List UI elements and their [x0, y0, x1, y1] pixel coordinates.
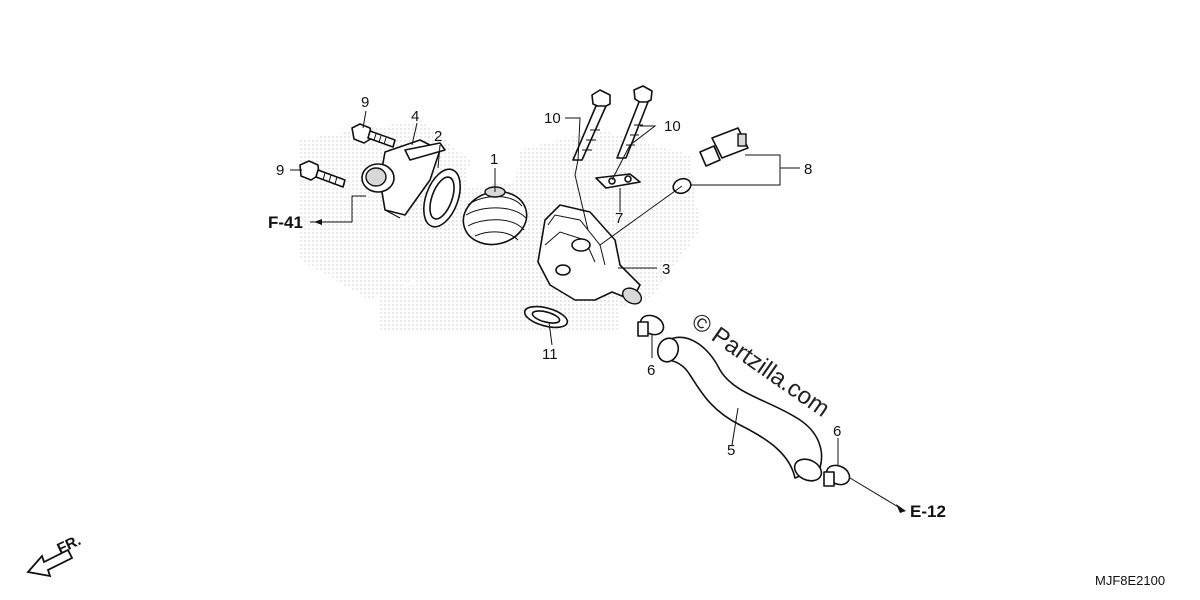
leader-lines [290, 110, 901, 509]
reference-e12-arrow-icon [896, 504, 906, 513]
hose-clamp-6-upper [637, 314, 665, 337]
callout-4: 4 [411, 108, 419, 125]
reference-f41-arrow-icon [314, 219, 322, 225]
arrow-front-icon [26, 548, 74, 578]
bolt-10-left [572, 89, 611, 161]
bolt-10-right [616, 85, 653, 159]
water-hose-5 [656, 336, 823, 482]
thermostat-cover-4 [361, 139, 446, 219]
callout-6-upper: 6 [647, 362, 655, 379]
callout-5: 5 [727, 442, 735, 459]
bolt-9-lower [299, 160, 346, 188]
callout-8: 8 [804, 161, 812, 178]
callout-10-left: 10 [544, 110, 561, 127]
orientation-label: FR. [55, 532, 84, 558]
callout-2: 2 [434, 128, 442, 145]
temperature-sensor-8 [699, 127, 749, 167]
callout-6-lower: 6 [833, 423, 841, 440]
callout-labels: 9 9 4 2 1 10 10 7 8 3 11 6 5 6 [276, 94, 841, 459]
gasket-11 [523, 305, 569, 329]
diagram-code: MJF8E2100 [1095, 573, 1165, 588]
callout-11: 11 [542, 346, 558, 363]
callout-1: 1 [490, 151, 498, 168]
bolt-9-upper [351, 123, 396, 148]
callout-9-upper: 9 [361, 94, 369, 111]
reference-e12[interactable]: E-12 [910, 502, 946, 521]
callout-9-lower: 9 [276, 162, 284, 179]
seal-ring-2 [422, 168, 462, 228]
reference-f41[interactable]: F-41 [268, 213, 303, 232]
bracket-7 [595, 173, 641, 189]
callout-10-right: 10 [664, 118, 681, 135]
callout-7: 7 [615, 210, 623, 227]
front-direction-indicator: FR. [26, 532, 84, 578]
hose-clamp-6-lower [823, 464, 851, 487]
thermostat-housing-3 [537, 204, 643, 305]
callout-3: 3 [662, 261, 670, 278]
thermostat-1 [462, 186, 528, 246]
